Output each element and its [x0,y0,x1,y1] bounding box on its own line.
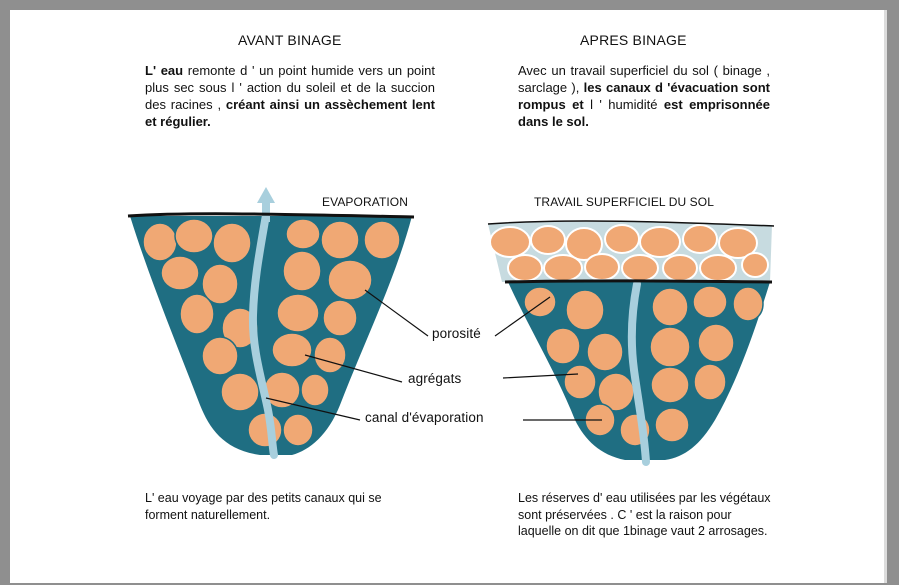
aggregates-label: agrégats [408,371,461,386]
diagram-frame: AVANT BINAGE L' eau remonte d ' un point… [10,10,887,583]
evaporation-arrow-head [257,187,275,203]
right-caption: Les réserves d' eau utilisées par les vé… [518,490,773,540]
left-caption: L' eau voyage par des petits canaux qui … [145,490,405,523]
channel-label: canal d'évaporation [365,410,484,425]
porosity-label: porosité [432,326,481,341]
right-surface-line [505,281,772,282]
